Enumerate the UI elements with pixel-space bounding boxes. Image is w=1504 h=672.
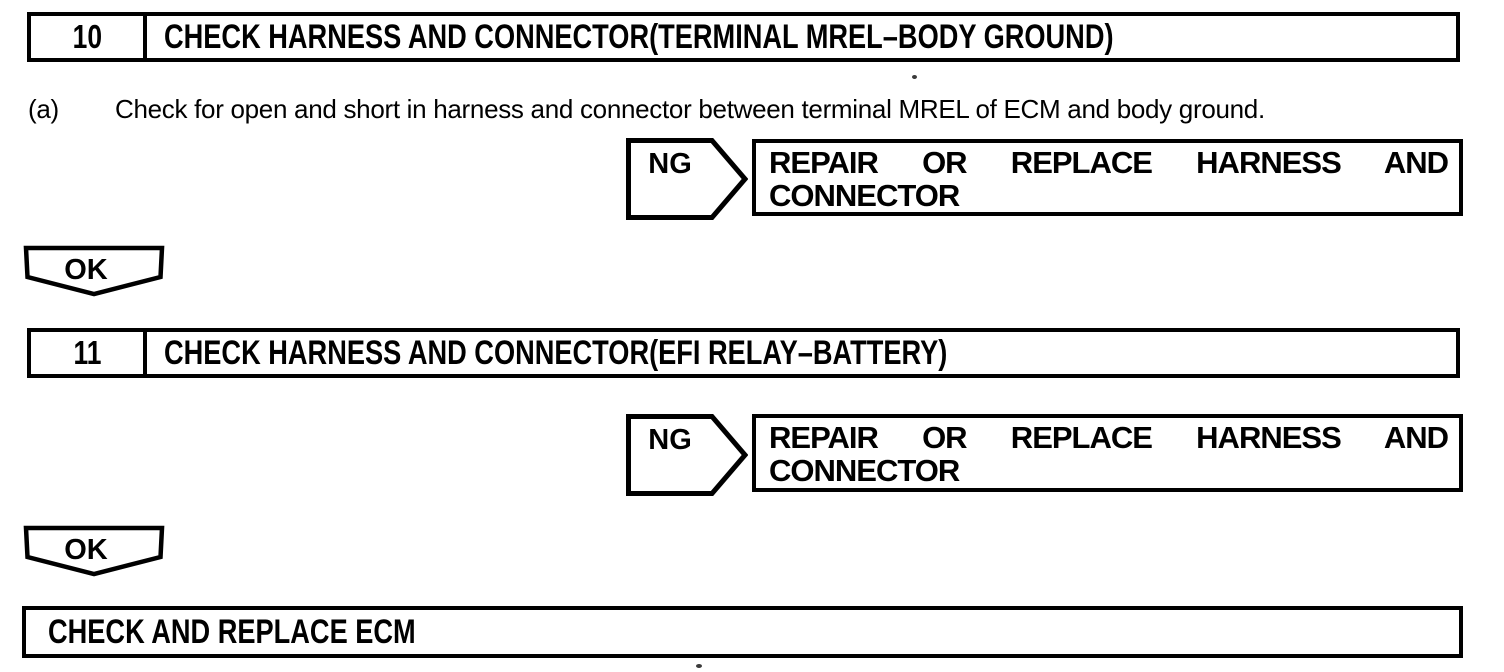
ng-action-line1: REPAIR OR REPLACE HARNESS AND: [769, 420, 1449, 455]
step-11-title: CHECK HARNESS AND CONNECTOR(EFI RELAY–BA…: [164, 333, 948, 372]
step-11-number-cell: 11: [31, 332, 147, 374]
ng-action-line2: CONNECTOR: [769, 178, 960, 213]
ok-label: OK: [64, 534, 108, 566]
ng-label: NG: [648, 148, 692, 180]
ng-label: NG: [648, 424, 692, 456]
step-10-number: 10: [72, 18, 102, 55]
step-10-title-cell: CHECK HARNESS AND CONNECTOR(TERMINAL MRE…: [147, 16, 1456, 58]
scan-speck: [912, 75, 917, 79]
instruction-text: Check for open and short in harness and …: [115, 94, 1265, 124]
step-10-title: CHECK HARNESS AND CONNECTOR(TERMINAL MRE…: [164, 17, 1114, 56]
ng-pointer-flag: NG: [626, 138, 748, 220]
ng-action-line1: REPAIR OR REPLACE HARNESS AND: [769, 145, 1449, 180]
ng-pointer-flag: NG: [626, 414, 748, 496]
ok-label: OK: [64, 254, 108, 286]
ng-pointer-shape: [626, 138, 748, 220]
final-action-text: CHECK AND REPLACE ECM: [48, 612, 416, 651]
instruction-line: (a) Check for open and short in harness …: [28, 92, 1473, 126]
ng-pointer-shape: [626, 414, 748, 496]
step-11-header: 11 CHECK HARNESS AND CONNECTOR(EFI RELAY…: [27, 328, 1460, 378]
step-11-number: 11: [73, 334, 101, 371]
ok-banner-flag: OK: [23, 525, 165, 577]
ok-banner-shape: [23, 525, 165, 577]
step-10-number-cell: 10: [31, 16, 147, 58]
ok-banner-shape: [23, 245, 165, 297]
step-11-title-cell: CHECK HARNESS AND CONNECTOR(EFI RELAY–BA…: [147, 332, 1456, 374]
final-action-box: CHECK AND REPLACE ECM: [22, 606, 1463, 658]
instruction-label: (a): [28, 94, 59, 124]
scan-speck: [696, 664, 702, 668]
step-10-header: 10 CHECK HARNESS AND CONNECTOR(TERMINAL …: [27, 12, 1460, 62]
ng-action-box: REPAIR OR REPLACE HARNESS AND CONNECTOR: [752, 139, 1463, 216]
ng-action-box: REPAIR OR REPLACE HARNESS AND CONNECTOR: [752, 414, 1463, 492]
ok-banner-flag: OK: [23, 245, 165, 297]
ng-action-line2: CONNECTOR: [769, 453, 960, 488]
